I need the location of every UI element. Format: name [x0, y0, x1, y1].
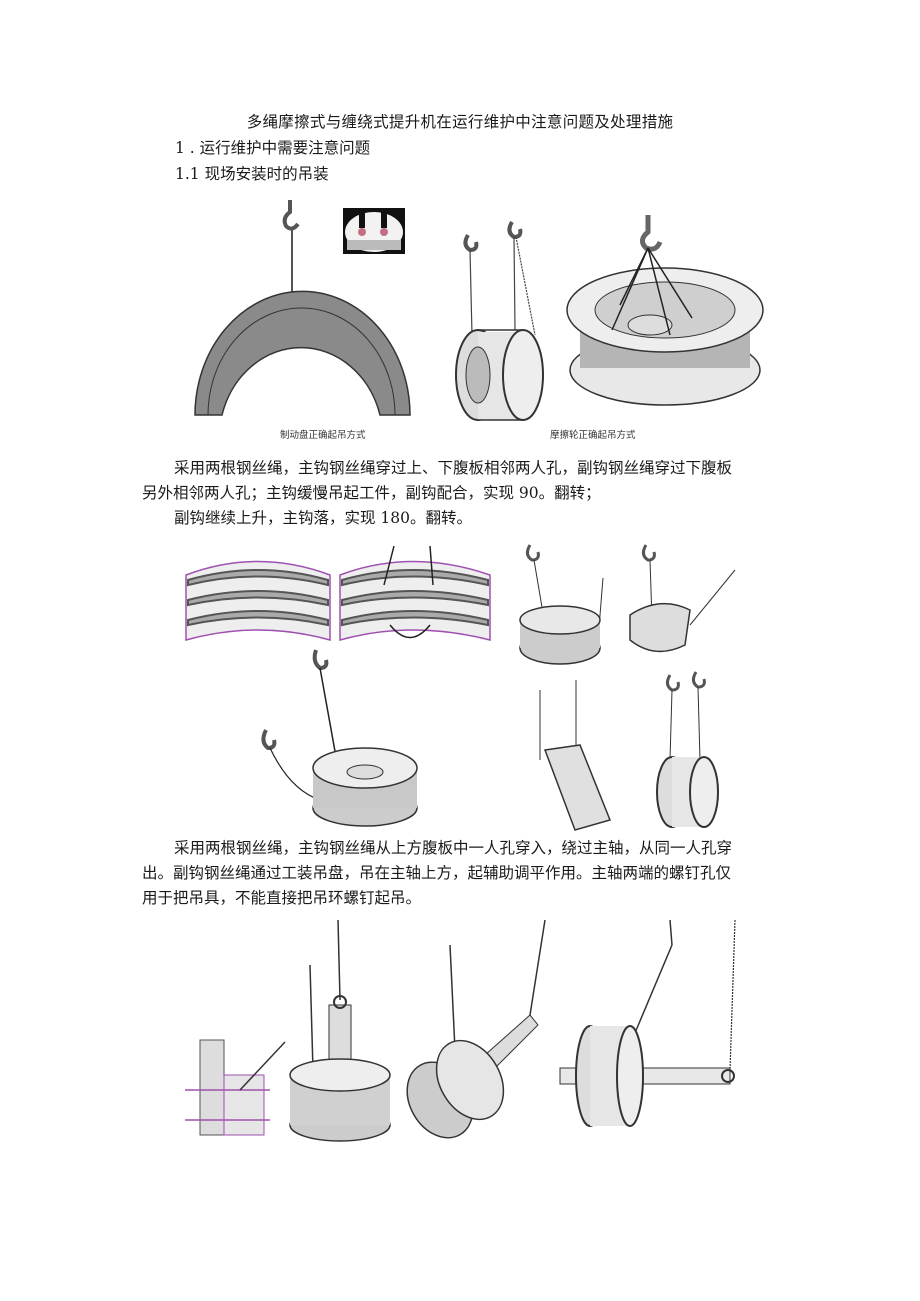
paragraph-lifting-method-2: 采用两根钢丝绳，主钩钢丝绳从上方腹板中一人孔穿入，绕过主轴，从同一人孔穿 出。副…	[142, 836, 782, 911]
shaft-lifting-illustrations	[185, 919, 736, 1142]
caption-friction-wheel: 摩擦轮正确起吊方式	[550, 430, 636, 441]
paragraph-2-line-3: 用于把吊具，不能直接把吊环螺钉起吊。	[142, 889, 422, 907]
flip-sequence-illustrations	[185, 544, 736, 831]
section-heading-1-1: 1.1 现场安装时的吊装	[175, 165, 329, 183]
brake-disc-arc-illustration	[194, 200, 411, 416]
paragraph-1-line-1: 采用两根钢丝绳，主钩钢丝绳穿过上、下腹板相邻两人孔，副钩钢丝绳穿过下腹板	[174, 459, 733, 477]
document-title: 多绳摩擦式与缠绕式提升机在运行维护中注意问题及处理措施	[246, 113, 674, 131]
caption-brake-disc: 制动盘正确起吊方式	[280, 430, 366, 441]
paragraph-1-line-3: 副钩继续上升，主钩落，实现 180。翻转。	[174, 509, 473, 527]
friction-wheel-illustration	[455, 215, 764, 421]
section-heading-1: 1 . 运行维护中需要注意问题	[175, 139, 371, 157]
paragraph-2-line-1: 采用两根钢丝绳，主钩钢丝绳从上方腹板中一人孔穿入，绕过主轴，从同一人孔穿	[174, 839, 733, 857]
paragraph-lifting-method-1: 采用两根钢丝绳，主钩钢丝绳穿过上、下腹板相邻两人孔，副钩钢丝绳穿过下腹板 另外相…	[142, 456, 782, 531]
paragraph-2-line-2: 出。副钩钢丝绳通过工装吊盘，吊在主轴上方，起辅助调平作用。主轴两端的螺钉孔仅	[142, 864, 732, 882]
paragraph-1-line-2: 另外相邻两人孔；主钩缓慢吊起工件，副钩配合，实现 90。翻转；	[142, 484, 601, 502]
